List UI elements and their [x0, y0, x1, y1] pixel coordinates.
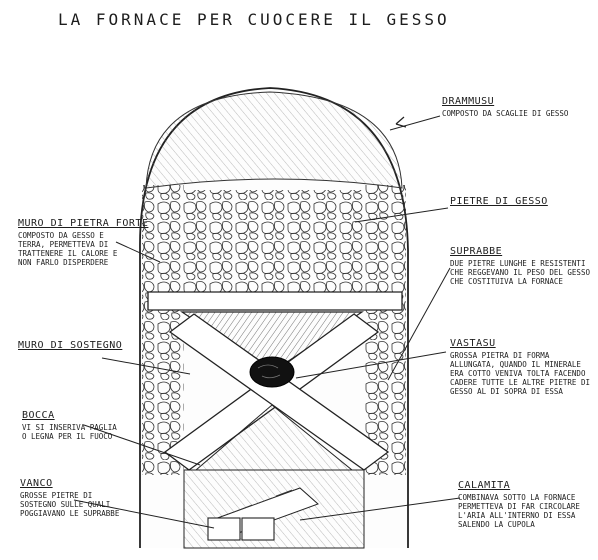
label-drammusu: DRAMMUSU COMPOSTO DA SCAGLIE DI GESSO [442, 96, 572, 118]
label-calamita-desc: COMBINAVA SOTTO LA FORNACE PERMETTEVA DI… [458, 493, 592, 529]
vanco-block-left [208, 518, 240, 540]
label-muro-forte-desc: COMPOSTO DA GESSO E TERRA, PERMETTEVA DI… [18, 231, 128, 267]
label-muro-forte: MURO DI PIETRA FORTE COMPOSTO DA GESSO E… [18, 218, 128, 267]
label-vanco-desc: GROSSE PIETRE DI SOSTEGNO SULLE QUALI PO… [20, 491, 120, 518]
vastasu-stone [250, 357, 294, 387]
label-bocca: BOCCA VI SI INSERIVA PAGLIA O LEGNA PER … [22, 410, 122, 441]
label-suprabbe: SUPRABBE DUE PIETRE LUNGHE E RESISTENTI … [450, 246, 590, 286]
label-drammusu-desc: COMPOSTO DA SCAGLIE DI GESSO [442, 109, 572, 118]
label-suprabbe-heading: SUPRABBE [450, 246, 590, 257]
label-vastasu-heading: VASTASU [450, 338, 590, 349]
label-vastasu: VASTASU GROSSA PIETRA DI FORMA ALLUNGATA… [450, 338, 590, 396]
vanco-block-right [242, 518, 274, 540]
label-vastasu-desc: GROSSA PIETRA DI FORMA ALLUNGATA, QUANDO… [450, 351, 590, 396]
label-calamita: CALAMITA COMBINAVA SOTTO LA FORNACE PERM… [458, 480, 592, 529]
label-muro-forte-heading: MURO DI PIETRA FORTE [18, 218, 128, 229]
diagram-title: LA FORNACE PER CUOCERE IL GESSO [58, 10, 578, 29]
gypsum-stones [184, 190, 364, 292]
label-bocca-desc: VI SI INSERIVA PAGLIA O LEGNA PER IL FUO… [22, 423, 122, 441]
label-calamita-heading: CALAMITA [458, 480, 592, 491]
label-vanco: VANCO GROSSE PIETRE DI SOSTEGNO SULLE QU… [20, 478, 120, 518]
label-drammusu-heading: DRAMMUSU [442, 96, 572, 107]
label-pietre-heading: PIETRE DI GESSO [450, 196, 590, 207]
label-pietre: PIETRE DI GESSO [450, 196, 590, 207]
drammusu-cap [146, 92, 402, 188]
top-beam [148, 292, 402, 310]
label-suprabbe-desc: DUE PIETRE LUNGHE E RESISTENTI CHE REGGE… [450, 259, 590, 286]
label-muro-sostegno-heading: MURO DI SOSTEGNO [18, 340, 118, 351]
label-bocca-heading: BOCCA [22, 410, 122, 421]
label-vanco-heading: VANCO [20, 478, 120, 489]
label-muro-sostegno: MURO DI SOSTEGNO [18, 340, 118, 351]
